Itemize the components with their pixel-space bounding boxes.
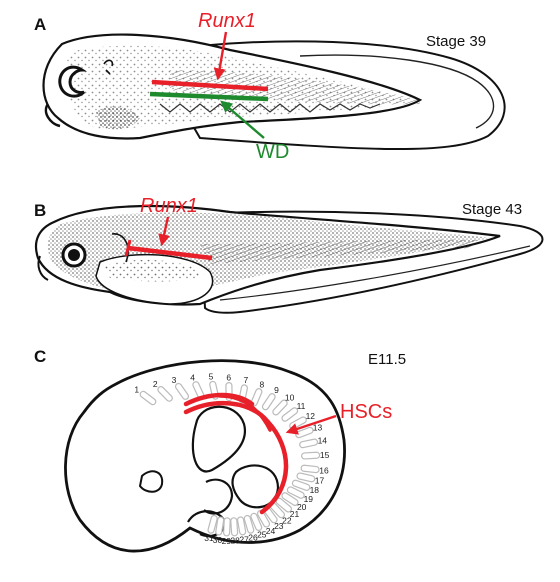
heart-loop (191, 405, 247, 473)
pupil-stage-43 (68, 249, 80, 261)
somite-number: 28 (230, 536, 240, 546)
somite-number: 27 (239, 535, 249, 545)
somite (291, 479, 311, 491)
somite-number: 22 (282, 516, 292, 526)
somite-number: 10 (285, 392, 295, 402)
panel-c-hsc-label: HSCs (340, 401, 392, 423)
somite (286, 486, 305, 499)
somite-number: 29 (222, 536, 232, 546)
somite-number: 16 (319, 465, 329, 475)
somite (299, 438, 319, 449)
somite-number: 7 (244, 375, 249, 385)
somite (223, 517, 231, 537)
somite (301, 451, 321, 460)
somite-number: 1 (134, 385, 139, 395)
panel-c-stage-label: E11.5 (368, 351, 406, 368)
somite-number: 15 (320, 450, 330, 460)
panel-a-runx1-arrow (213, 31, 228, 81)
somite-number: 13 (313, 423, 323, 433)
operculum (111, 233, 129, 263)
somite-number: 20 (297, 502, 307, 512)
wolffian-duct-stage-39 (149, 91, 269, 102)
runx1-domain-stage-43 (127, 245, 213, 261)
somite (157, 386, 173, 402)
somite-number: 2 (153, 379, 158, 389)
somite (256, 509, 271, 528)
liver-loop (231, 464, 280, 509)
somite-number: 14 (318, 436, 328, 446)
otic-region (138, 470, 164, 493)
somite-number: 24 (266, 526, 276, 536)
somite-number: 6 (226, 373, 231, 383)
somite-number: 9 (274, 385, 279, 395)
runx1-domain-stage-43-tick (124, 239, 132, 257)
tail-fin-inner (299, 54, 495, 129)
somite (139, 390, 157, 406)
tadpole-stage-43 (34, 204, 544, 314)
somite-number: 31 (204, 533, 214, 543)
hsc-domain-inner (218, 394, 272, 432)
somite (243, 514, 255, 534)
somite (174, 382, 190, 400)
otic-vesicle (103, 59, 114, 75)
somite-number: 5 (209, 372, 214, 382)
panel-a-wd-label: WD (256, 141, 289, 163)
somite-number: 17 (315, 476, 325, 486)
somite (207, 514, 218, 534)
panel-a-letter: A (34, 15, 46, 34)
myotomes-43 (200, 239, 480, 264)
panel-a-runx1-label: Runx1 (198, 10, 256, 32)
somite-number: 23 (274, 521, 284, 531)
somite-number: 8 (260, 379, 265, 389)
somite-number: 3 (172, 375, 177, 385)
somite (250, 512, 263, 532)
tail-fin-43-inner (219, 245, 531, 301)
somite (281, 492, 299, 506)
panel-a-wd-arrow (220, 100, 265, 139)
somite (272, 399, 288, 416)
panel-c-letter: C (34, 347, 46, 366)
somite (281, 407, 299, 422)
somite-number: 4 (190, 373, 195, 383)
panel-b: B Stage 43 Runx1 (34, 195, 544, 314)
somite (295, 426, 314, 439)
panel-b-stage-label: Stage 43 (462, 201, 522, 218)
tadpole-stage-39 (42, 33, 506, 151)
somite (300, 464, 320, 474)
mouth-stage-43 (37, 255, 49, 281)
somite-number: 11 (297, 401, 306, 411)
panel-b-letter: B (34, 201, 46, 220)
yolk-gut-stipple (104, 259, 204, 282)
runx1-domain-stage-39 (151, 79, 269, 92)
gill-region (96, 106, 140, 130)
mouth-stage-39 (44, 103, 61, 128)
hsc-domain-main (183, 400, 289, 515)
somites (139, 380, 321, 537)
somite-number: 26 (248, 533, 258, 543)
somite-number: 25 (257, 530, 267, 540)
somite (296, 472, 316, 483)
panel-b-runx1-label: Runx1 (140, 195, 198, 217)
panel-b-runx1-arrow (158, 216, 170, 247)
panel-a: A Stage 39 Runx1 WD (34, 10, 506, 163)
somite-number: 12 (306, 411, 316, 421)
eye-stage-39 (58, 65, 87, 98)
somite (215, 516, 225, 536)
ventral-fin-teeth (159, 103, 381, 113)
panel-c-hsc-arrow (285, 414, 337, 435)
panel-a-stage-label: Stage 39 (426, 33, 486, 50)
somite-number: 18 (310, 485, 320, 495)
somite-number: 21 (290, 509, 300, 519)
limb-bud (203, 478, 234, 515)
somite (230, 517, 239, 537)
somite (261, 393, 276, 411)
somite-number: 30 (213, 535, 223, 545)
somite-number: 19 (304, 494, 314, 504)
